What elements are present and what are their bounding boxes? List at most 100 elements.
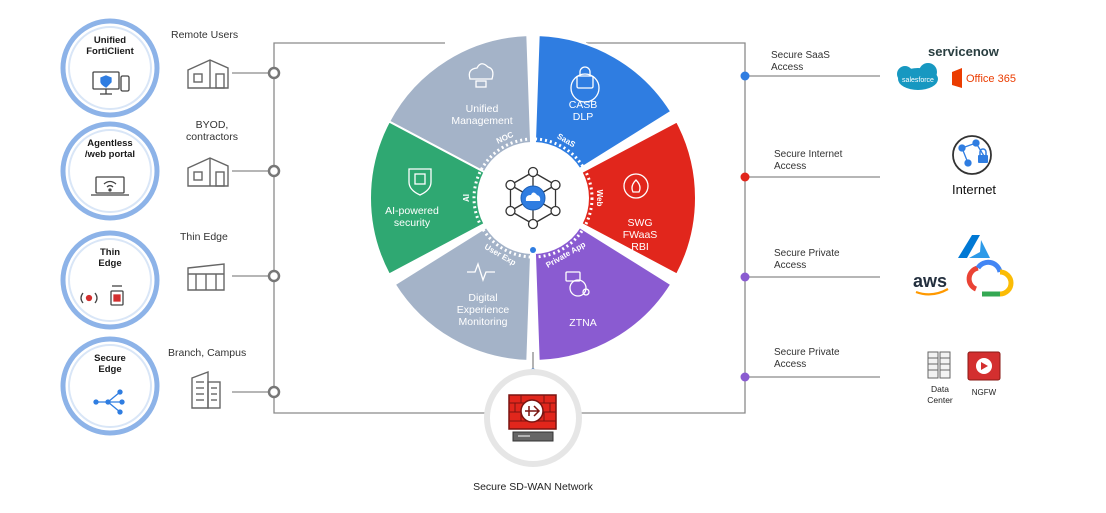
aws-smile-icon: [915, 288, 949, 296]
byod-label-line2: contractors: [186, 131, 238, 143]
azure-logo: [958, 235, 990, 258]
segment-label-line: Unified: [466, 103, 499, 115]
network-branch-icon: [93, 389, 125, 415]
ngfw-icon: [967, 351, 1001, 381]
joint-dot: [267, 269, 281, 283]
internet-dot: [740, 172, 750, 182]
left-labels: Remote Users BYOD, contractors Thin Edge…: [168, 29, 246, 359]
connector-lines: [232, 42, 880, 414]
joint-dot: [267, 164, 281, 178]
house-icon: [187, 157, 229, 187]
cloud-provider-logos: aws: [913, 235, 1014, 297]
node-title-line: FortiClient: [86, 46, 134, 57]
node-title-line: Edge: [98, 258, 121, 269]
office-building-icon: [191, 370, 221, 409]
node-title-line: Unified: [94, 35, 126, 46]
datacenter-ngfw: Data Center NGFW: [927, 351, 1001, 405]
internet-logo: Internet: [952, 135, 996, 197]
office365-logo: Office 365: [952, 68, 1016, 88]
private-dot: [740, 272, 750, 282]
sdwan-node: Secure SD-WAN Network: [473, 368, 594, 493]
segment-label-line: Experience: [457, 304, 510, 316]
node-title-line: Thin: [100, 247, 120, 258]
wireless-device-icon: [80, 285, 124, 306]
thin-edge-label: Thin Edge: [180, 231, 228, 243]
internet-access-line1: Secure Internet: [774, 149, 843, 160]
segment-label-line: AI-powered: [385, 205, 439, 217]
segment-label-line: security: [394, 217, 431, 229]
private-dot: [740, 372, 750, 382]
aws-logo: aws: [913, 271, 947, 291]
store-icon: [187, 263, 225, 291]
house-icon: [187, 59, 229, 89]
segment-label-line: SWG: [627, 217, 652, 229]
wheel-segment-ztna: ZTNA: [533, 225, 673, 362]
ring-label: Web: [595, 190, 604, 207]
node-title-line: /web portal: [85, 149, 135, 160]
fire-network-icon: [623, 173, 649, 199]
segment-label-line: RBI: [631, 241, 649, 253]
data-center-label-line2: Center: [927, 395, 953, 405]
branch-campus-label: Branch, Campus: [168, 347, 246, 359]
desktop-phone-icon: [92, 71, 130, 95]
saas-access-line2: Access: [771, 62, 803, 73]
internet-access-line2: Access: [774, 161, 806, 172]
joint-dot: [267, 66, 281, 80]
segment-shape: [369, 120, 486, 276]
joint-dot: [267, 385, 281, 399]
private-access-2-line1: Secure Private: [774, 347, 840, 358]
sdwan-label: Secure SD-WAN Network: [473, 481, 594, 493]
segment-shape: [393, 225, 533, 362]
ring-label: AI: [462, 194, 471, 202]
dotted-ring: [472, 137, 594, 259]
center-connector-dot: [530, 247, 536, 253]
building-icons: [187, 59, 229, 409]
right-labels: Secure SaaS Access Secure Internet Acces…: [771, 50, 843, 370]
segment-label-line: Monitoring: [458, 316, 507, 328]
node-title-line: Secure: [94, 353, 126, 364]
internet-label: Internet: [952, 182, 996, 197]
saas-access-line1: Secure SaaS: [771, 50, 830, 61]
cloud-management-icon: [468, 63, 494, 88]
segment-shape: [533, 225, 673, 362]
globe-network-icon: [952, 135, 992, 175]
svg-text:Office 365: Office 365: [966, 73, 1016, 85]
segment-label-line: ZTNA: [569, 317, 596, 329]
segment-shape: [533, 34, 673, 171]
node-inner-ring: [68, 344, 152, 428]
segment-label-line: DLP: [573, 111, 593, 123]
left-joints: [267, 66, 281, 399]
saas-dot: [740, 71, 750, 81]
node-inner-ring: [68, 26, 152, 110]
right-bus-line: [575, 42, 746, 414]
node-title-line: Agentless: [87, 138, 132, 149]
segment-label-line: FWaaS: [623, 229, 658, 241]
app-access-icon: [565, 271, 590, 297]
data-center-label-line1: Data: [931, 384, 949, 394]
segment-label-line: CASB: [569, 99, 598, 111]
right-joints: [740, 71, 750, 382]
left-bus-line: [273, 42, 490, 414]
node-title-line: Edge: [98, 364, 121, 375]
private-access-1-line1: Secure Private: [774, 248, 840, 259]
segment-shape: [387, 34, 533, 174]
byod-label-line1: BYOD,: [196, 119, 229, 131]
pulse-icon: [467, 261, 495, 283]
security-service-wheel: UnifiedManagementCASBDLPSWGFWaaSRBIZTNAD…: [369, 34, 697, 362]
laptop-wifi-icon: [91, 176, 129, 196]
node-inner-ring: [68, 129, 152, 213]
endpoint-node: Agentless/web portal: [60, 121, 160, 221]
fortinet-shield-icon: [408, 168, 432, 196]
google-cloud-logo: [966, 259, 1014, 297]
ngfw-label: NGFW: [972, 388, 997, 397]
segment-label-line: Management: [451, 115, 512, 127]
